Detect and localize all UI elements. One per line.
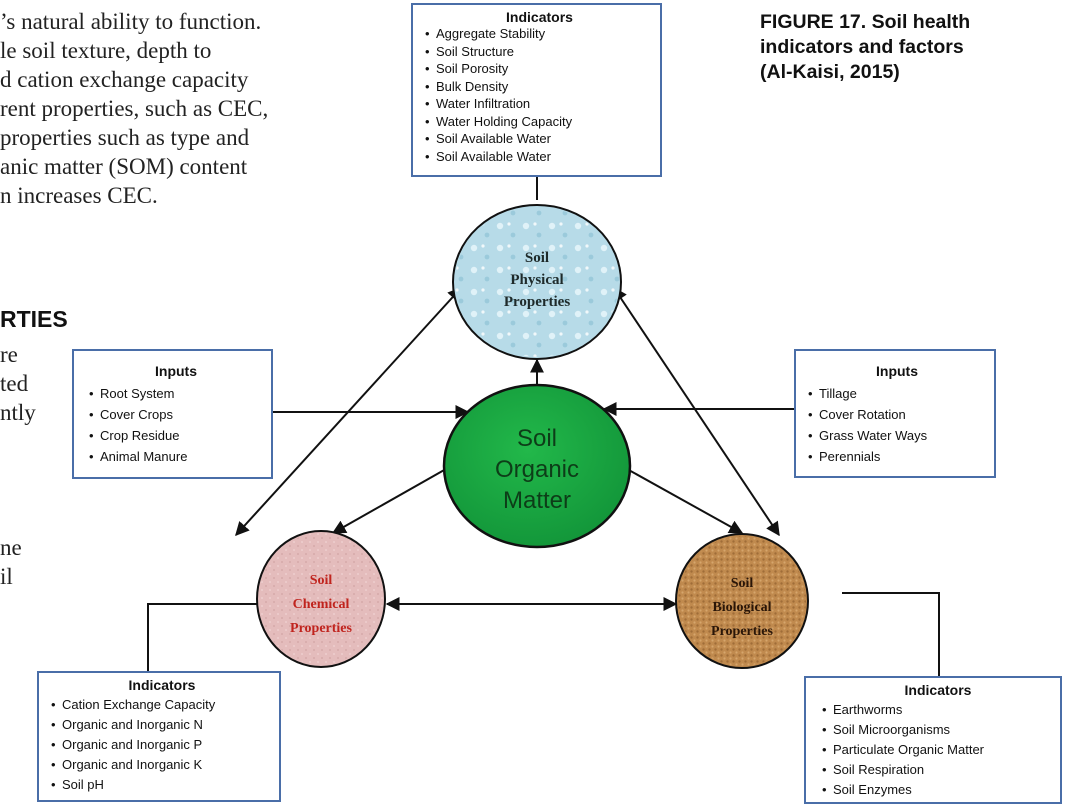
biological-indicators-box: Indicators Earthworms Soil Microorganism…: [804, 676, 1062, 804]
list-item: Soil Structure: [425, 43, 654, 61]
body-text-line: il: [0, 564, 13, 589]
box-title: Inputs: [155, 363, 197, 379]
arrow-physical-chemical: [235, 286, 462, 537]
chemical-label-line2: Chemical: [293, 597, 350, 612]
list-item: Cover Rotation: [808, 404, 986, 425]
body-text-line: ne: [0, 535, 22, 560]
list-item: Crop Residue: [89, 425, 263, 446]
body-text-block: ’s natural ability to function. le soil …: [0, 7, 268, 210]
biological-properties-node: Soil Biological Properties: [675, 533, 809, 669]
figure-caption-line: indicators and factors: [760, 36, 964, 58]
list-item: Perennials: [808, 446, 986, 467]
list-item: Soil Porosity: [425, 60, 654, 78]
list-item: Water Infiltration: [425, 95, 654, 113]
list-item: Cation Exchange Capacity: [51, 695, 273, 715]
chemical-circle-texture: [259, 533, 383, 665]
list-item: Aggregate Stability: [425, 25, 654, 43]
input-list: Root System Cover Crops Crop Residue Ani…: [89, 383, 263, 467]
body-text-line: re: [0, 342, 18, 367]
physical-properties-node: Soil Physical Properties: [452, 204, 622, 360]
body-text-block-mid: re ted ntly: [0, 340, 36, 427]
arrow-organic-to-biological: [626, 468, 744, 534]
physical-label-line1: Soil: [525, 250, 549, 266]
body-text-line: le soil texture, depth to: [0, 38, 212, 63]
arrow-organic-to-chemical: [331, 464, 454, 534]
physical-circle-texture: [455, 207, 619, 357]
list-item: Soil Enzymes: [822, 780, 1054, 800]
section-heading: RTIES: [0, 306, 68, 332]
body-text-line: ntly: [0, 400, 36, 425]
right-inputs-box: Inputs Tillage Cover Rotation Grass Wate…: [794, 349, 996, 478]
list-item: Grass Water Ways: [808, 425, 986, 446]
physical-label-line2: Physical: [510, 272, 563, 288]
connector-line: [147, 603, 262, 672]
list-item: Bulk Density: [425, 78, 654, 96]
chemical-label-line1: Soil: [310, 573, 333, 588]
biological-circle-texture: [678, 536, 806, 666]
indicator-list: Aggregate Stability Soil Structure Soil …: [425, 25, 654, 165]
list-item: Soil Available Water: [425, 148, 654, 166]
list-item: Water Holding Capacity: [425, 113, 654, 131]
organic-label-line2: Organic: [495, 456, 579, 483]
chemical-properties-node: Soil Chemical Properties: [256, 530, 386, 668]
list-item: Soil Available Water: [425, 130, 654, 148]
list-item: Organic and Inorganic P: [51, 735, 273, 755]
box-title: Indicators: [506, 9, 573, 25]
list-item: Organic and Inorganic N: [51, 715, 273, 735]
body-text-line: n increases CEC.: [0, 183, 158, 208]
connector-line: [842, 592, 940, 677]
left-inputs-box: Inputs Root System Cover Crops Crop Resi…: [72, 349, 273, 479]
list-item: Root System: [89, 383, 263, 404]
arrow-physical-biological: [613, 286, 780, 537]
figure-caption-line: (Al-Kaisi, 2015): [760, 61, 900, 83]
chemical-label-line3: Properties: [290, 621, 352, 636]
body-text-line: anic matter (SOM) content: [0, 154, 248, 179]
organic-label-line3: Matter: [503, 487, 571, 514]
list-item: Tillage: [808, 383, 986, 404]
body-text-line: ’s natural ability to function.: [0, 9, 262, 34]
chemical-indicators-box: Indicators Cation Exchange Capacity Orga…: [37, 671, 281, 802]
indicator-list: Cation Exchange Capacity Organic and Ino…: [51, 695, 273, 795]
box-title: Indicators: [128, 677, 196, 693]
list-item: Organic and Inorganic K: [51, 755, 273, 775]
list-item: Soil Respiration: [822, 760, 1054, 780]
organic-matter-node: Soil Organic Matter: [442, 383, 632, 549]
box-title: Indicators: [904, 682, 972, 698]
indicator-list: Earthworms Soil Microorganisms Particula…: [822, 700, 1054, 800]
figure-caption: FIGURE 17. Soil health indicators and fa…: [760, 10, 970, 85]
physical-label-line3: Properties: [504, 294, 571, 310]
list-item: Earthworms: [822, 700, 1054, 720]
body-text-line: properties such as type and: [0, 125, 250, 150]
input-list: Tillage Cover Rotation Grass Water Ways …: [808, 383, 986, 467]
list-item: Animal Manure: [89, 446, 263, 467]
biological-label-line2: Biological: [712, 600, 771, 615]
list-item: Particulate Organic Matter: [822, 740, 1054, 760]
biological-label-line1: Soil: [731, 576, 754, 591]
biological-label-line3: Properties: [711, 624, 773, 639]
list-item: Soil Microorganisms: [822, 720, 1054, 740]
body-text-block-low: ne il: [0, 533, 22, 591]
physical-indicators-box: Indicators Aggregate Stability Soil Stru…: [411, 3, 662, 177]
figure-caption-line: FIGURE 17. Soil health: [760, 11, 971, 33]
organic-circle: [442, 383, 632, 549]
organic-label-line1: Soil: [517, 425, 557, 452]
body-text-line: rent properties, such as CEC,: [0, 96, 269, 121]
list-item: Soil pH: [51, 775, 273, 795]
body-text-line: ted: [0, 371, 29, 396]
list-item: Cover Crops: [89, 404, 263, 425]
box-title: Inputs: [876, 363, 918, 379]
body-text-line: d cation exchange capacity: [0, 67, 249, 92]
